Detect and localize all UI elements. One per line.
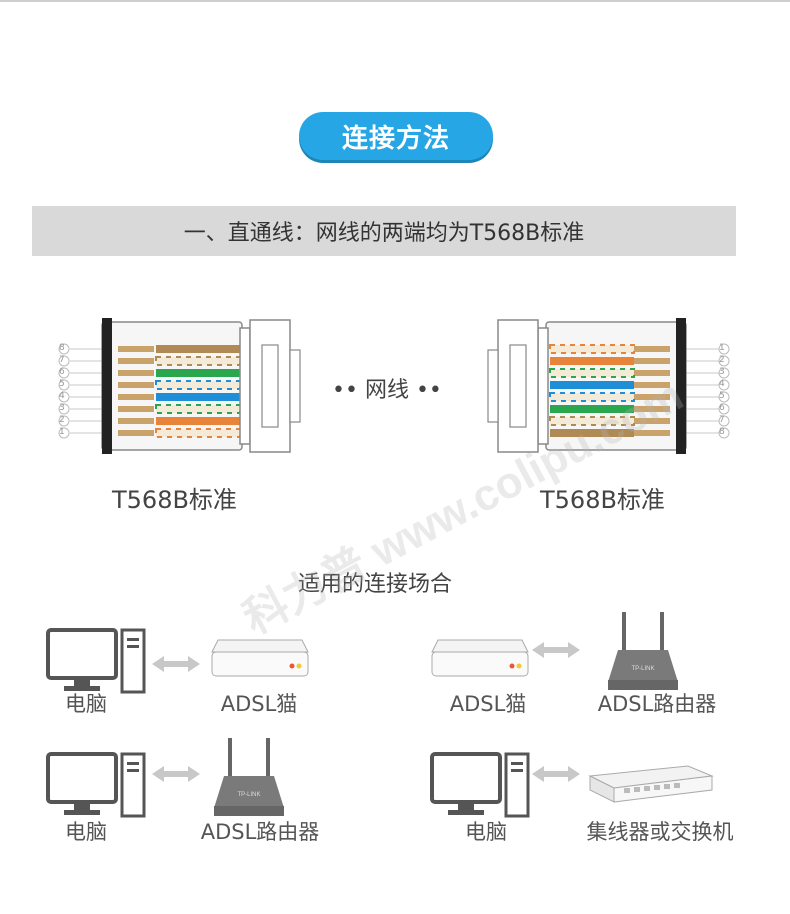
device-label: ADSL猫 xyxy=(220,692,298,716)
pc-icon xyxy=(430,752,530,818)
pin-number: 3 xyxy=(719,367,725,377)
left-standard-label: T568B标准 xyxy=(112,486,237,514)
cable-label: •• 网线 •• xyxy=(332,378,442,403)
section-banner: 一、直通线：网线的两端均为T568B标准 xyxy=(32,206,736,256)
pin-number: 7 xyxy=(59,355,65,365)
device-label: ADSL猫 xyxy=(449,692,527,716)
device-label: 电脑 xyxy=(65,820,107,844)
pin-number: 5 xyxy=(719,391,725,401)
pin-number: 2 xyxy=(719,355,725,365)
device-label: ADSL路由器 xyxy=(597,692,717,716)
right-rj45-connector xyxy=(487,318,730,454)
device-label: 电脑 xyxy=(65,692,107,716)
pin-number: 6 xyxy=(59,367,65,377)
modem-icon xyxy=(211,639,309,677)
router-icon: TP-LINK xyxy=(608,612,678,690)
pin-number: 6 xyxy=(719,403,725,413)
pin-number: 1 xyxy=(719,343,725,353)
pin-number: 2 xyxy=(59,415,65,425)
svg-text:TP-LINK: TP-LINK xyxy=(631,666,654,672)
page-title: 连接方法 xyxy=(299,112,493,160)
device-label: 集线器或交换机 xyxy=(586,820,734,844)
pin-number: 1 xyxy=(59,427,65,437)
pc-icon xyxy=(46,628,146,694)
double-arrow-icon xyxy=(152,642,580,782)
switch-icon xyxy=(588,765,714,803)
device-label: ADSL路由器 xyxy=(200,820,320,844)
pin-number: 8 xyxy=(59,343,65,353)
scenarios-title: 适用的连接场合 xyxy=(298,572,453,597)
svg-text:TP-LINK: TP-LINK xyxy=(237,792,260,798)
router-icon: TP-LINK xyxy=(214,738,284,816)
modem-icon xyxy=(431,639,529,677)
left-rj45-connector xyxy=(58,318,301,454)
device-label: 电脑 xyxy=(465,820,507,844)
pin-number: 8 xyxy=(719,427,725,437)
right-standard-label: T568B标准 xyxy=(540,486,665,514)
pin-number: 7 xyxy=(719,415,725,425)
pin-number: 5 xyxy=(59,379,65,389)
pc-icon xyxy=(46,752,146,818)
pin-number: 4 xyxy=(719,379,725,389)
top-divider xyxy=(0,0,790,2)
pin-number: 4 xyxy=(59,391,65,401)
pin-number: 3 xyxy=(59,403,65,413)
